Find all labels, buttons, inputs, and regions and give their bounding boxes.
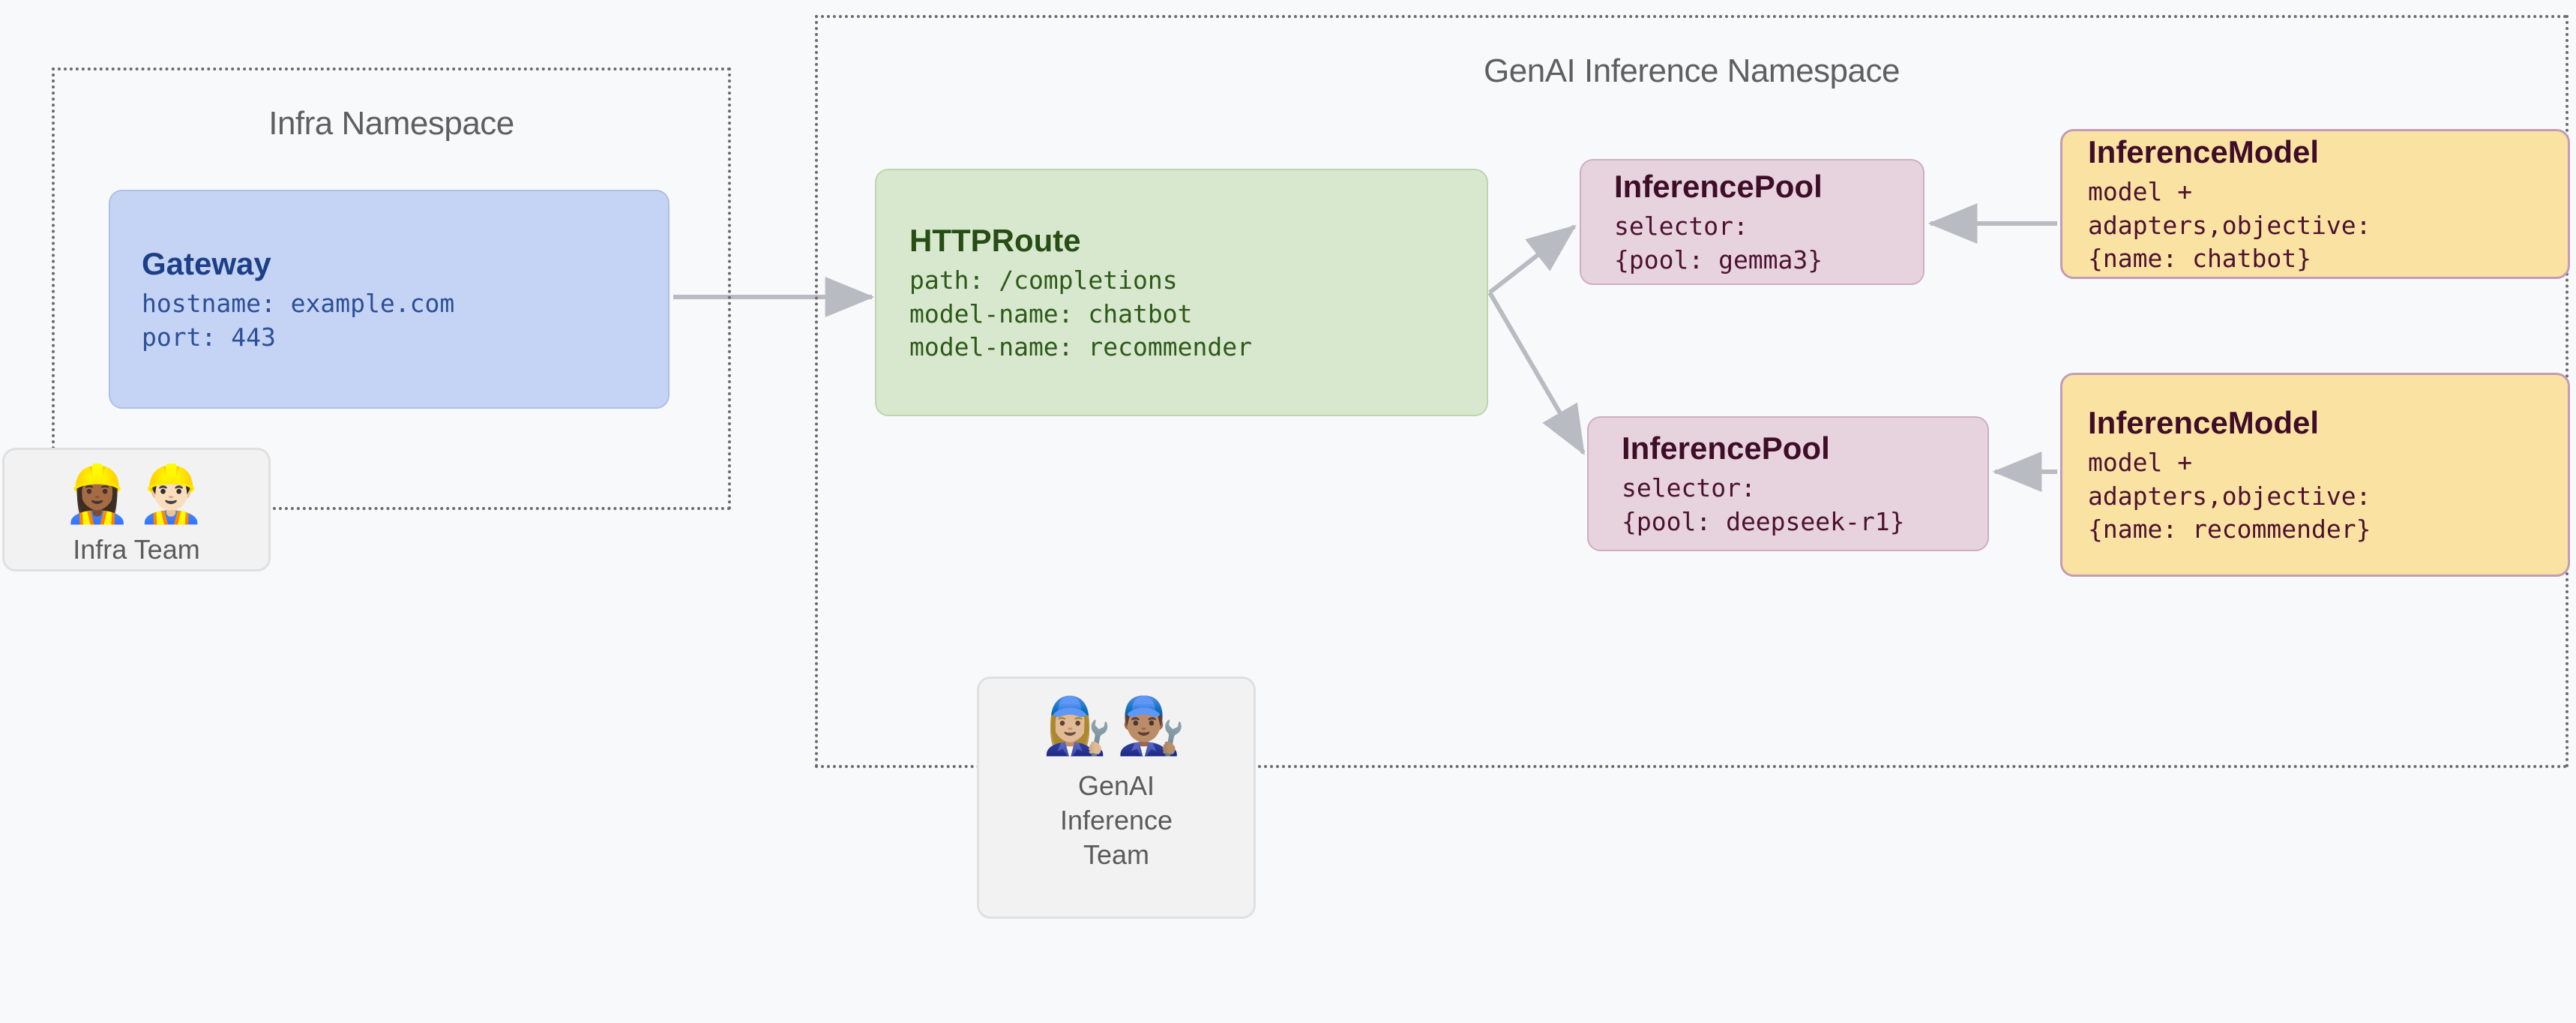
team-card-infra[interactable]: 👷🏾‍♀️👷🏻‍♂️ Infra Team (2, 448, 271, 572)
node-inferencepool-chatbot[interactable]: InferencePool selector: {pool: gemma3} (1580, 159, 1925, 285)
node-httproute-line-model-name-recommender: model-name: recommender (909, 332, 1252, 362)
node-httproute[interactable]: HTTPRoute path: /completions model-name:… (875, 169, 1488, 416)
node-inferencemodel-recommender-line-model: model + (2088, 448, 2193, 478)
node-inferencepool-chatbot-line-pool: {pool: gemma3} (1614, 244, 1823, 274)
node-inferencemodel-chatbot-line-adapters: adapters,objective: (2088, 210, 2371, 240)
node-inferencepool-recommender[interactable]: InferencePool selector: {pool: deepseek-… (1587, 416, 1989, 551)
node-inferencepool-recommender-line-pool: {pool: deepseek-r1} (1622, 506, 1905, 536)
node-inferencepool-recommender-line-selector: selector: (1622, 473, 1756, 503)
node-inferencemodel-chatbot[interactable]: InferenceModel model + adapters,objectiv… (2060, 129, 2570, 279)
edge-httproute-to-pool-recommender (1487, 291, 1586, 456)
node-inferencepool-chatbot-title: InferencePool (1614, 169, 1823, 205)
node-inferencemodel-chatbot-line-model: model + (2088, 177, 2193, 207)
node-inferencemodel-chatbot-line-name: {name: chatbot} (2088, 243, 2312, 273)
node-inferencemodel-recommender-line-adapters: adapters,objective: (2088, 481, 2371, 511)
node-httproute-title: HTTPRoute (909, 223, 1081, 259)
namespace-infra (52, 68, 731, 510)
edge-httproute-to-pool-chatbot (1488, 224, 1577, 295)
node-httproute-line-model-name-chatbot: model-name: chatbot (909, 298, 1193, 328)
node-inferencemodel-recommender[interactable]: InferenceModel model + adapters,objectiv… (2060, 373, 2570, 577)
namespace-infra-title: Infra Namespace (268, 105, 514, 142)
namespace-genai-title: GenAI Inference Namespace (1484, 52, 1900, 89)
construction-worker-icon: 👷🏾‍♀️👷🏻‍♂️ (62, 462, 211, 526)
mechanic-icon: 👩🏼‍🔧👨🏽‍🔧 (1042, 694, 1191, 758)
node-gateway[interactable]: Gateway hostname: example.com port: 443 (109, 190, 669, 409)
node-gateway-line-port: port: 443 (142, 322, 276, 352)
node-inferencepool-recommender-title: InferencePool (1622, 430, 1830, 466)
team-card-genai-inference[interactable]: 👩🏼‍🔧👨🏽‍🔧 GenAI Inference Team (977, 676, 1256, 919)
node-httproute-line-path: path: /completions (909, 266, 1178, 296)
node-inferencemodel-recommender-title: InferenceModel (2088, 405, 2320, 441)
team-card-infra-label: Infra Team (73, 534, 200, 565)
node-inferencemodel-recommender-line-name: {name: recommender} (2088, 514, 2371, 544)
node-gateway-line-hostname: hostname: example.com (142, 289, 455, 319)
node-inferencepool-chatbot-line-selector: selector: (1614, 212, 1748, 242)
team-card-genai-inference-label: GenAI Inference Team (1059, 770, 1173, 871)
node-gateway-title: Gateway (142, 246, 271, 282)
node-inferencemodel-chatbot-title: InferenceModel (2088, 134, 2320, 170)
